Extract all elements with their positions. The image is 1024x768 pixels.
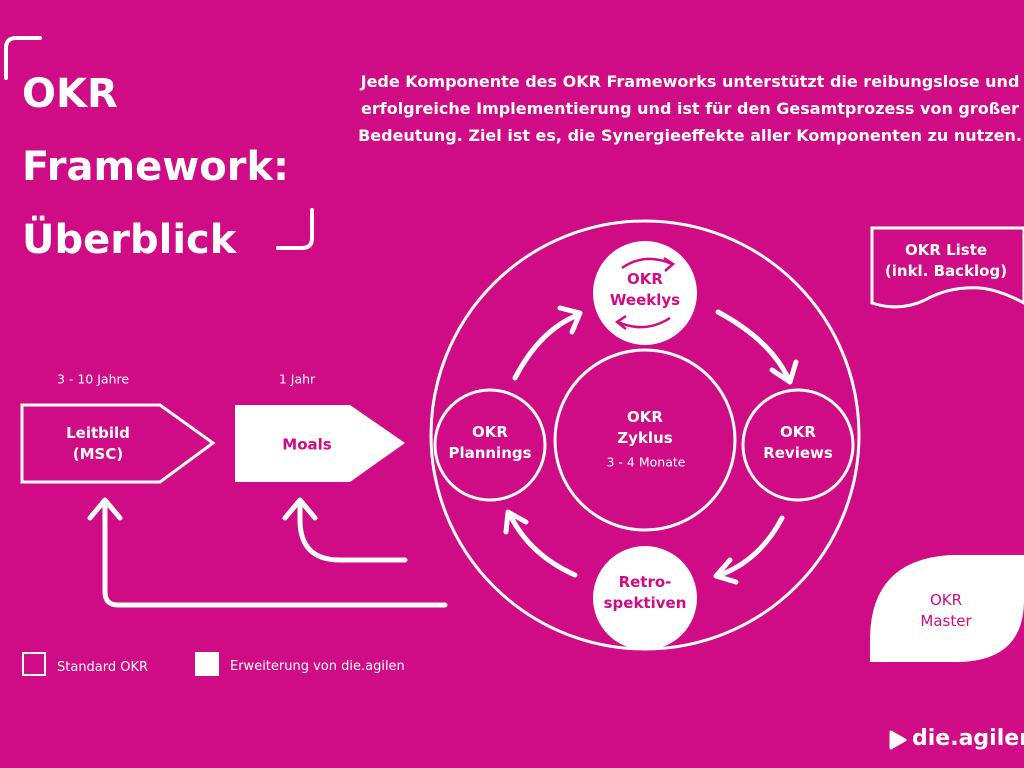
arrow-retro-to-plannings-head [503, 509, 529, 535]
corner-bracket-top-left [4, 36, 42, 80]
return-arrow-leitbild-head [87, 497, 123, 521]
label-line: OKR [472, 423, 508, 441]
label-line: OKR [627, 270, 663, 288]
intro-text: Jede Komponente des OKR Frameworks unter… [358, 72, 1022, 145]
retro-circle [593, 546, 697, 650]
return-arrow-moals-head [282, 497, 318, 521]
arrow-reviews-to-retro [717, 515, 785, 578]
plannings-label: OKR Plannings [448, 422, 531, 464]
corner-bracket-bottom-right [276, 208, 314, 250]
return-arrow-leitbild [102, 499, 448, 608]
label-line: Reviews [763, 444, 833, 462]
leitbild-period: 3 - 10 Jahre [56, 371, 130, 387]
label-line: OKR [627, 408, 663, 426]
label-line: Weeklys [609, 291, 681, 309]
okr-zyklus-label: OKR Zyklus [617, 407, 672, 449]
okr-zyklus-duration: 3 - 4 Monate [606, 454, 686, 470]
label-line: OKR [929, 591, 963, 609]
label-line: OKR Liste [904, 241, 988, 259]
label-line: OKR [780, 423, 816, 441]
moals-label: Moals [282, 435, 332, 454]
page-title: OKR Framework: Überblick [22, 58, 342, 277]
title-line: Überblick [22, 217, 237, 263]
label-line: (MSC) [72, 445, 124, 463]
reviews-label: OKR Reviews [763, 422, 833, 464]
logo-play-icon [889, 730, 907, 750]
label-line: Master [920, 612, 972, 630]
arrow-retro-to-plannings [507, 512, 578, 578]
arrow-plannings-to-weeklys [512, 312, 581, 381]
moals-shape [235, 405, 405, 482]
label-line: Retro- [618, 573, 672, 591]
okr-liste-shape [870, 226, 1024, 309]
legend-filled-square [195, 652, 219, 676]
legend-extension: Erweiterung von die.agilen [230, 659, 405, 674]
title-line: OKR [22, 71, 118, 117]
arrow-weeklys-to-reviews-head [769, 359, 799, 385]
label-line: (inkl. Backlog) [884, 262, 1008, 280]
reviews-circle [741, 388, 855, 502]
weeklys-loop-icon [614, 256, 676, 330]
arrow-weeklys-to-reviews [715, 309, 791, 381]
okr-liste-label: OKR Liste (inkl. Backlog) [885, 240, 1007, 282]
okr-zyklus-circle [553, 348, 737, 532]
weeklys-label: OKR Weeklys [610, 269, 680, 311]
label-line: Plannings [448, 444, 532, 462]
leitbild-label: Leitbild (MSC) [66, 423, 130, 465]
return-arrow-moals [297, 499, 408, 563]
logo-text: die.agilen [912, 726, 1024, 751]
okr-master-shape [870, 555, 1024, 662]
legend-outline-square [22, 652, 46, 676]
plannings-circle [433, 388, 547, 502]
moals-period: 1 Jahr [278, 371, 316, 387]
label-line: spektiven [603, 594, 687, 612]
okr-master-label: OKR Master [920, 590, 971, 632]
title-line: Framework: [22, 144, 290, 190]
retro-label: Retro- spektiven [604, 572, 687, 614]
arrow-plannings-to-weeklys-head [557, 305, 583, 335]
label-line: Zyklus [617, 429, 673, 447]
leitbild-shape [20, 403, 216, 484]
legend-standard: Standard OKR [57, 660, 149, 675]
label-line: Leitbild [66, 424, 130, 442]
arrow-reviews-to-retro-head [713, 557, 739, 585]
